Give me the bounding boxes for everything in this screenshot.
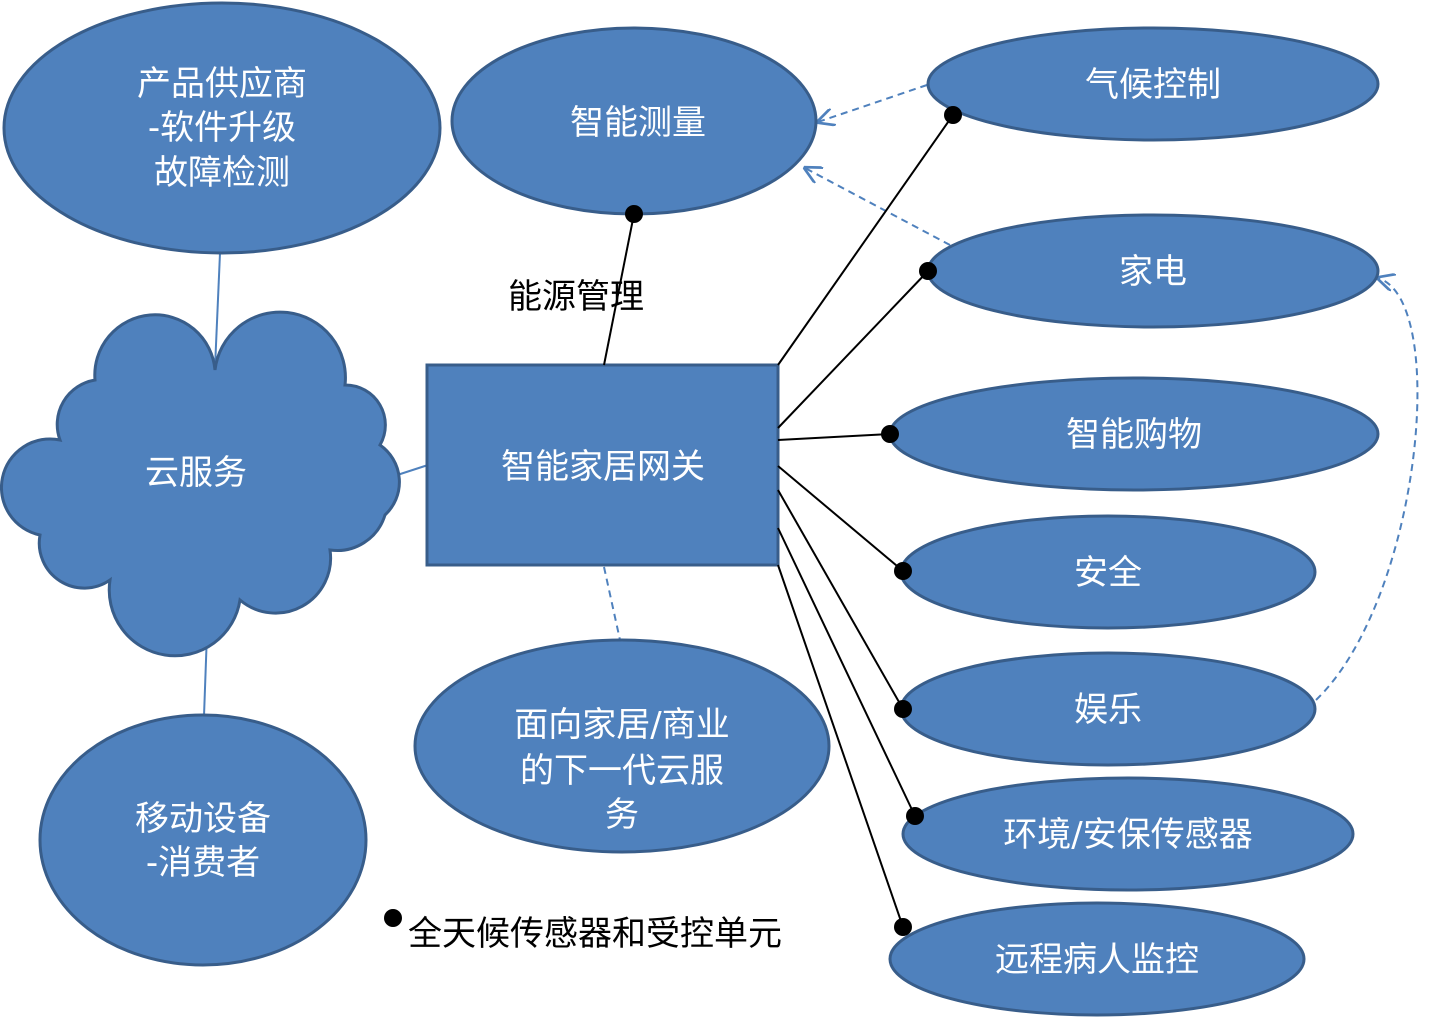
supplier-line1: 产品供应商: [137, 64, 307, 104]
mobile-line1: 移动设备: [135, 799, 271, 839]
security-label: 安全: [1074, 553, 1142, 593]
node-gateway: [425, 363, 780, 567]
node-next-cloud: [413, 638, 831, 854]
cloud-label: 云服务: [145, 453, 247, 493]
supplier-line3: 故障检测: [154, 153, 290, 193]
energy-label: 能源管理: [508, 277, 644, 317]
link-gateway-nextcloud: [603, 566, 621, 641]
next-cloud-line2: 的下一代云服: [520, 751, 724, 791]
next-cloud-line1: 面向家居/商业: [514, 705, 729, 745]
link-appliance-metering: [805, 168, 951, 246]
metering-label: 智能测量: [570, 103, 706, 143]
connectors: [603, 106, 962, 936]
mobile-line2: -消费者: [146, 843, 260, 883]
shopping-label: 智能购物: [1066, 415, 1202, 455]
next-cloud-line3: 务: [605, 795, 639, 835]
legend-dot-icon: [384, 909, 402, 927]
climate-label: 气候控制: [1085, 65, 1221, 105]
node-supplier: [2, 1, 442, 255]
node-mobile: [38, 713, 368, 967]
appliance-label: 家电: [1119, 252, 1187, 292]
patient-label: 远程病人监控: [995, 940, 1199, 980]
node-climate: [926, 26, 1380, 142]
gateway-label: 智能家居网关: [501, 447, 705, 487]
legend-label: 全天候传感器和受控单元: [408, 914, 782, 954]
node-patient: [888, 901, 1306, 1017]
link-climate-metering: [818, 84, 928, 122]
link-entertainment-appliance: [1315, 278, 1419, 701]
node-cloud: [0, 310, 401, 658]
sensors-label: 环境/安保传感器: [1003, 815, 1252, 855]
node-sensors: [901, 776, 1355, 892]
supplier-line2: -软件升级: [148, 108, 296, 148]
entertainment-label: 娱乐: [1074, 690, 1142, 730]
link-supplier-cloud: [214, 252, 221, 369]
